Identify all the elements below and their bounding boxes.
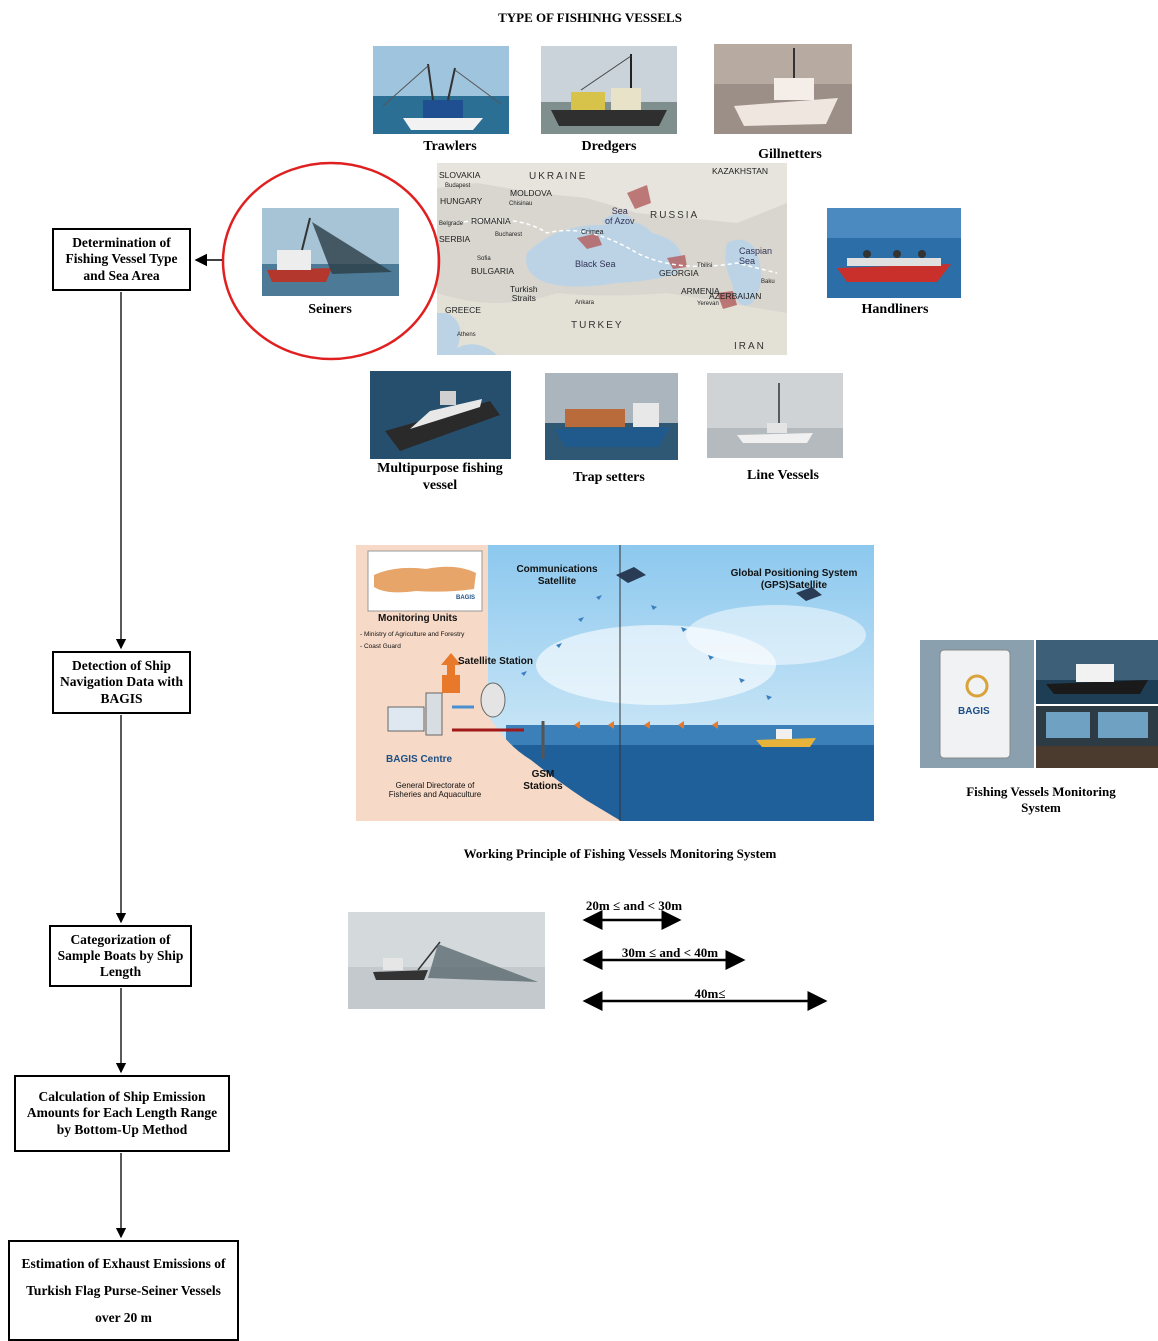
trawlers-label: Trawlers	[423, 139, 477, 154]
trap-setter-photo	[545, 373, 678, 460]
length-arrows	[582, 910, 828, 1011]
vms-boat-photo	[1036, 640, 1158, 704]
dredgers-label: Dredgers	[581, 139, 637, 154]
comm-satellite-label: Communications Satellite	[516, 564, 598, 587]
unit-coast-guard: - Coast Guard	[360, 643, 401, 650]
monitoring-caption: Working Principle of Fishing Vessels Mon…	[463, 846, 777, 861]
flow-step-3: Categorization of Sample Boats by Ship L…	[49, 925, 192, 987]
line-vessels-label: Line Vessels	[747, 468, 819, 483]
monitoring-units-label: Monitoring Units	[378, 613, 458, 624]
flow-step-4: Calculation of Ship Emission Amounts for…	[14, 1075, 230, 1152]
multipurpose-label: Multipurpose fishing vessel	[377, 461, 503, 493]
vms-device-logo: BAGIS	[958, 706, 990, 717]
flow-connectors	[115, 253, 222, 1239]
bagis-centre-label: BAGIS Centre	[386, 754, 453, 765]
gillnetters-label: Gillnetters	[758, 147, 822, 162]
gsm-stations-label: GSM Stations	[523, 769, 563, 792]
directorate-label: General Directorate of Fisheries and Aqu…	[388, 781, 482, 799]
gillnetter-photo	[714, 44, 852, 134]
map-bagis-logo: BAGIS	[456, 595, 476, 601]
vms-device-photo: BAGIS	[920, 640, 1034, 768]
handliners-label: Handliners	[861, 302, 929, 317]
highlight-circle	[221, 161, 441, 361]
multipurpose-photo	[370, 371, 511, 459]
page-title: TYPE OF FISHINHG VESSELS	[498, 10, 682, 25]
vms-side-caption: Fishing Vessels Monitoring System	[966, 784, 1116, 815]
flow-step-5: Estimation of Exhaust Emissions of Turki…	[8, 1240, 239, 1341]
purse-seiner-photo	[348, 912, 545, 1009]
trawler-photo	[373, 46, 509, 134]
gps-satellite-label: Global Positioning System (GPS)Satellite	[730, 568, 858, 591]
unit-ministry: - Ministry of Agriculture and Forestry	[360, 631, 465, 638]
range-1-label: 20m ≤ and < 30m	[585, 898, 683, 913]
black-sea-map: SLOVAKIA UKRAINE KAZAKHSTAN Budapest HUN…	[437, 163, 787, 355]
handliner-photo	[827, 208, 961, 298]
vms-bridge-photo	[1036, 706, 1158, 768]
dredger-photo	[541, 46, 677, 134]
flow-step-1: Determination of Fishing Vessel Type and…	[52, 228, 191, 291]
trap-setters-label: Trap setters	[573, 470, 645, 485]
monitoring-diagram: Communications Satellite Global Position…	[356, 545, 874, 821]
line-vessel-photo	[707, 373, 843, 458]
satellite-station-label: Satellite Station	[458, 656, 534, 667]
seiners-label: Seiners	[308, 302, 352, 317]
flow-step-2: Detection of Ship Navigation Data with B…	[52, 651, 191, 714]
seiner-photo	[262, 208, 399, 296]
